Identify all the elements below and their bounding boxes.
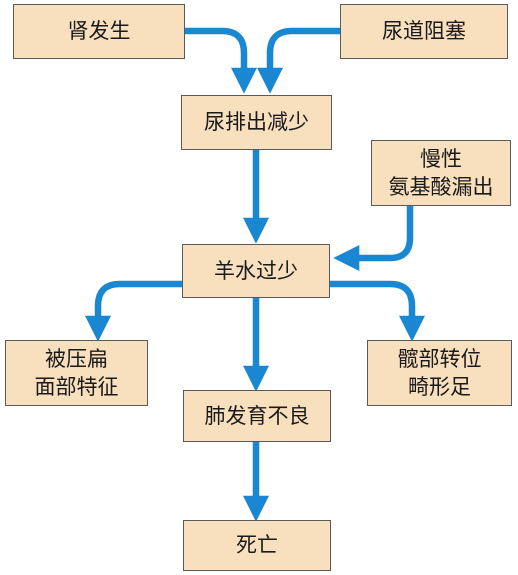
arrow-oligo-to-hip [330, 280, 425, 342]
node-death: 死亡 [183, 520, 331, 571]
node-urinary-obstruction: 尿道阻塞 [340, 4, 508, 59]
node-oligohydramnios: 羊水过少 [182, 244, 330, 298]
arrow-obstruction-to-urine [257, 27, 340, 94]
node-reduced-urine-output: 尿排出减少 [181, 95, 332, 150]
arrow-leak-to-oligo [333, 206, 414, 271]
node-chronic-amniotic-leakage: 慢性 氨基酸漏出 [371, 140, 511, 206]
node-pulmonary-hypoplasia: 肺发育不良 [183, 390, 331, 442]
node-renal-dysgenesis: 肾发生 [13, 4, 185, 59]
node-hip-dislocation-clubfoot: 髋部转位 畸形足 [367, 340, 512, 406]
node-compressed-face: 被压扁 面部特征 [5, 340, 148, 406]
arrow-renal-to-urine [185, 27, 257, 94]
arrow-oligo-to-face [85, 280, 182, 342]
